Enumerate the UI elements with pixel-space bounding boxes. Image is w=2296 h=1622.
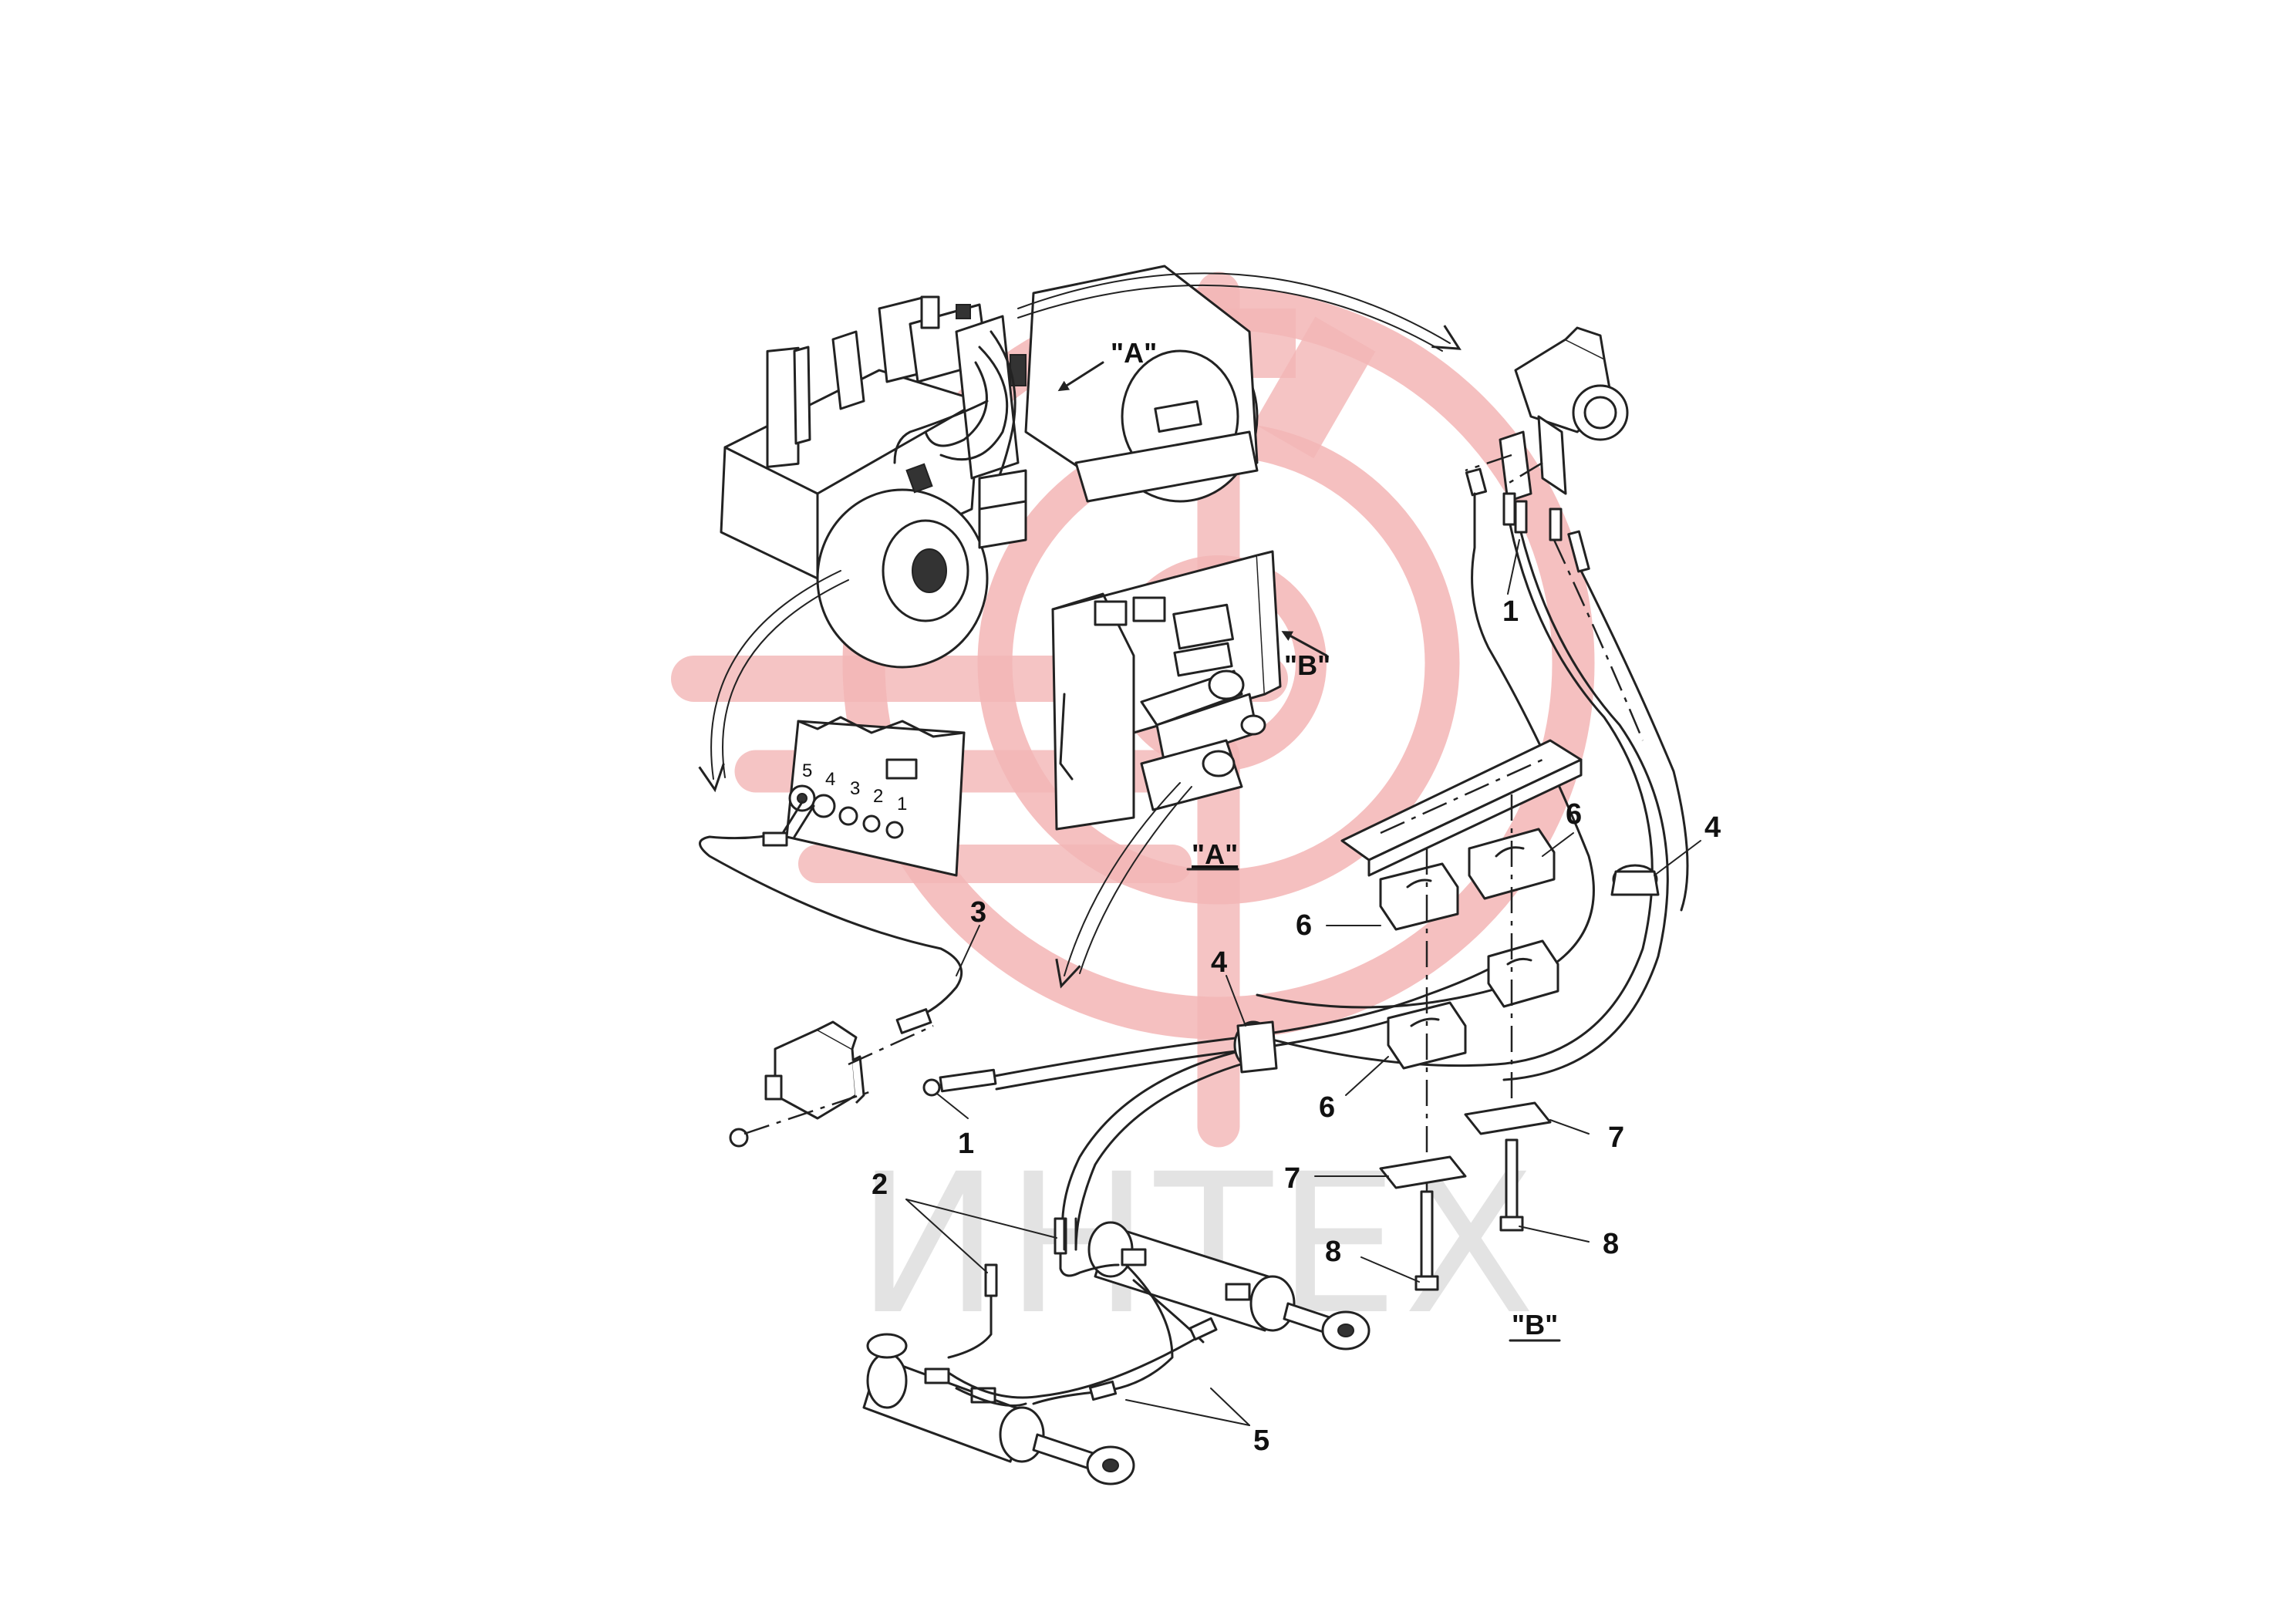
detail-b-clamp-assembly	[1340, 739, 1583, 1291]
callout-hose-5: 5	[1253, 1425, 1269, 1457]
hose-clamp-right	[1610, 864, 1660, 896]
transfer-arrow-to-panel	[698, 570, 841, 793]
callout-plate-7-right: 7	[1608, 1121, 1624, 1154]
detail-a-arrow-label: "A"	[1111, 337, 1157, 369]
transfer-arrow-to-pump	[1017, 272, 1462, 350]
transfer-arrow-to-panel-inner	[722, 579, 849, 778]
callout-hose-1-top: 1	[1502, 595, 1519, 628]
transfer-arrow-to-detail-b-inner	[1079, 786, 1192, 974]
steering-cylinders-illustration	[862, 1217, 1371, 1485]
callout-bolt-8-left: 8	[1325, 1236, 1341, 1268]
detail-a-frame-illustration	[1051, 550, 1328, 831]
panel-port-labels: 5 4 3 2 1	[802, 760, 907, 814]
callout-bolt-8-right: 8	[1603, 1228, 1619, 1260]
callout-clamp-6-bottom: 6	[1319, 1091, 1335, 1124]
callout-hose-2: 2	[872, 1168, 888, 1201]
callout-hose-1-bottom: 1	[958, 1128, 974, 1160]
roller-machine-illustration	[720, 265, 1259, 669]
hydraulic-pump-illustration	[729, 1020, 934, 1148]
port-label-5: 5	[802, 760, 812, 781]
steering-valve-illustration	[1465, 326, 1629, 573]
callout-clamp-4-right: 4	[1704, 811, 1721, 844]
callout-plate-7-left: 7	[1284, 1162, 1300, 1195]
port-label-1: 1	[897, 794, 907, 814]
callout-hose-3: 3	[970, 896, 986, 929]
leader-lines	[905, 539, 1701, 1426]
transfer-arrow-to-detail-b	[1055, 782, 1181, 989]
detail-b-arrow-label: "B"	[1284, 649, 1330, 681]
callout-clamp-4-mid: 4	[1211, 946, 1227, 979]
port-label-2: 2	[873, 786, 883, 807]
control-panel-illustration	[785, 716, 966, 877]
port-label-4: 4	[825, 769, 835, 790]
transfer-arrow-to-pump-inner	[1017, 284, 1443, 352]
port-label-3: 3	[850, 778, 860, 799]
hose-3	[699, 801, 963, 1034]
callout-clamp-6-left: 6	[1296, 909, 1312, 942]
callout-numbers: 1 1 2 3 4 4 5 6 6 6 7 7 8 8	[872, 595, 1721, 1457]
callout-clamp-6-top-right: 6	[1566, 798, 1582, 831]
hose-clamp-mid	[1233, 1020, 1278, 1074]
view-a-label: "A"	[1192, 838, 1238, 870]
view-b-label: "B"	[1512, 1309, 1558, 1340]
